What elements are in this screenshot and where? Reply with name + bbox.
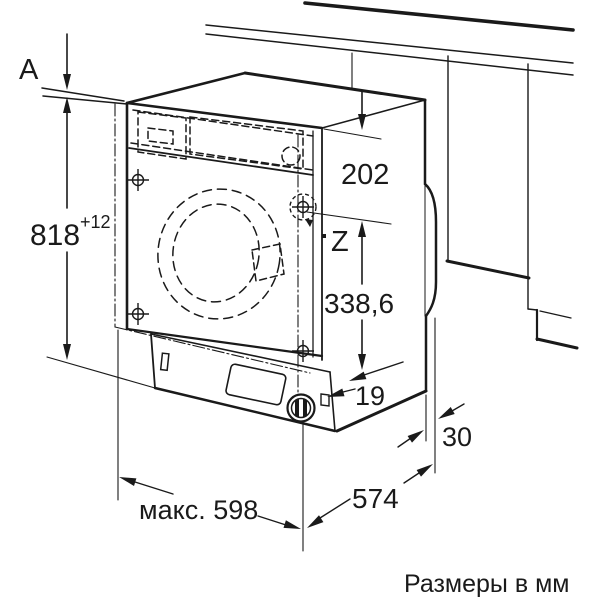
extension-lines — [46, 52, 436, 552]
dimension-door-gap: 19 — [327, 361, 404, 411]
screw-top-right — [289, 193, 317, 221]
dimension-rear-clearance: 30 — [397, 403, 472, 452]
detergent-drawer — [137, 111, 187, 160]
max-door-width-value: макс. 598 — [139, 495, 258, 525]
fixing-screws — [127, 169, 317, 362]
worktop — [41, 1, 575, 105]
door-handle — [251, 243, 285, 282]
service-flap — [225, 363, 287, 406]
niche-height-tolerance: +12 — [80, 212, 111, 232]
dimension-max-door-width: макс. 598 — [119, 477, 301, 529]
plinth-slot — [159, 352, 170, 372]
screw-bottom-left — [127, 303, 149, 325]
niche-height-value: 818 — [30, 219, 80, 252]
z-point-label: Z — [331, 226, 349, 258]
program-knob — [281, 146, 301, 166]
units-note: Размеры в мм — [404, 570, 569, 598]
depth-value: 574 — [352, 483, 399, 514]
plinth-panel — [150, 333, 337, 433]
dimension-niche-height: 818 +12 — [30, 109, 111, 360]
washing-machine-outline — [125, 71, 438, 433]
dimension-depth: 574 — [307, 464, 433, 528]
drum-door — [157, 188, 285, 320]
plinth-clip — [320, 393, 330, 407]
rear-clearance-value: 30 — [442, 422, 472, 452]
control-panel — [128, 109, 314, 176]
dimension-top-offset: 202 — [341, 90, 389, 191]
gap-a-label: A — [19, 54, 39, 86]
door-gap-value: 19 — [355, 381, 385, 411]
screw-top-left — [127, 169, 149, 191]
dimension-gap-a: A — [19, 33, 71, 113]
side-door-bulge — [423, 98, 438, 393]
display-area — [189, 116, 304, 170]
top-offset-value: 202 — [341, 159, 389, 191]
adjacent-cabinet — [445, 55, 579, 350]
drain-knob — [286, 393, 316, 423]
screw-bottom-right — [292, 340, 314, 362]
dimension-z-distance: Z 338,6 — [305, 219, 394, 370]
z-distance-value: 338,6 — [324, 288, 394, 319]
